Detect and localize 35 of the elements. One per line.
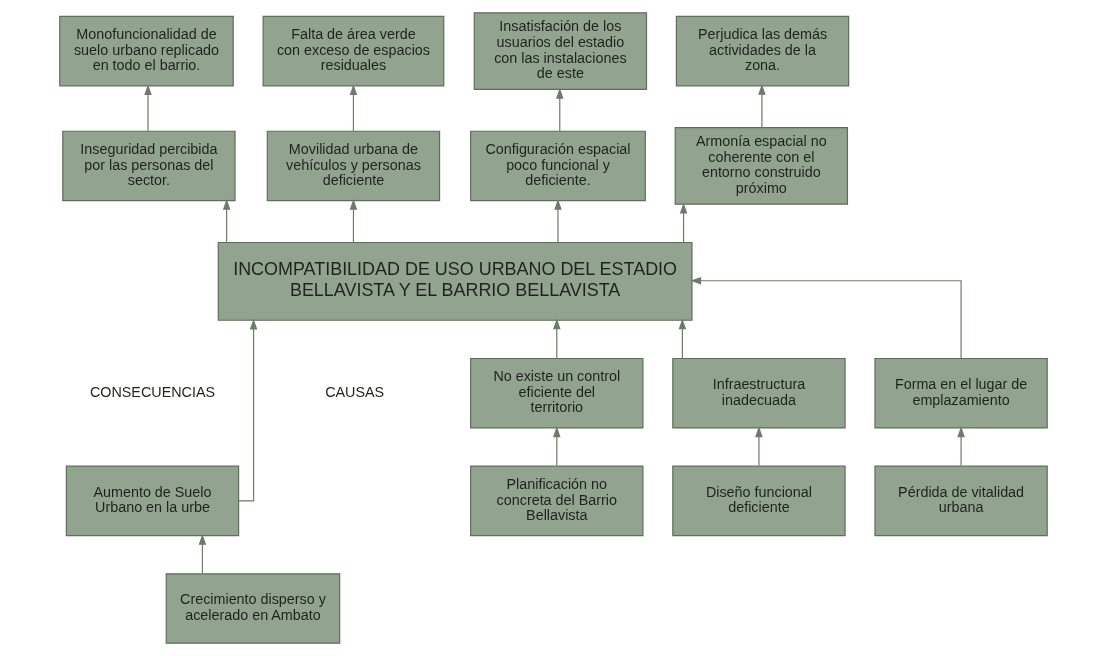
node-box: Forma en el lugar de emplazamiento	[874, 357, 1048, 429]
node-box: Armonía espacial no coherente con el entorno construido próximo	[674, 127, 849, 205]
arrow	[755, 426, 763, 467]
arrow	[349, 84, 358, 132]
arrow	[198, 534, 207, 574]
arrow	[349, 198, 358, 243]
node-box: No existe un control eficiente del territorio	[470, 357, 644, 429]
node-box: Perjudica las demás actividades de la zona.	[675, 15, 850, 87]
node-box: Movilidad urbana de vehículos y personas deficiente	[266, 130, 441, 202]
arrow	[678, 318, 687, 360]
arrow	[238, 318, 258, 502]
node-box: Insatisfación de los usuarios del estadio con las instalaciones de este	[473, 12, 648, 90]
label: CONSECUENCIAS	[89, 383, 216, 400]
node-box: Aumento de Suelo Urbano en la urbe	[65, 465, 240, 537]
node-box: Crecimiento disperso y acelerado en Ambato	[165, 573, 341, 644]
arrow	[957, 426, 965, 467]
node-box: Infraestructura inadecuada	[672, 357, 846, 429]
arrow	[679, 202, 688, 243]
arrow	[222, 198, 231, 243]
node-box: Pérdida de vitalidad urbana	[874, 465, 1048, 537]
node-box: INCOMPATIBILIDAD DE USO URBANO DEL ESTADIO BELLAVISTA Y EL BARRIO BELLAVISTA	[217, 241, 693, 321]
node-box: Configuración espacial poco funcional y deficiente.	[470, 130, 646, 202]
arrow	[758, 84, 766, 128]
arrow	[553, 318, 561, 360]
node-box: Planificación no concreta del Barrio Bellavista	[470, 465, 644, 537]
node-box: Diseño funcional deficiente	[672, 465, 846, 537]
arrow	[553, 426, 561, 467]
arrow	[690, 276, 962, 359]
node-box: Inseguridad percibida por las personas del sector.	[62, 130, 236, 202]
node-box: Falta de área verde con exceso de espacios residuales	[262, 15, 445, 87]
node-box: Monofuncionalidad de suelo urbano replicado en todo el barrio.	[59, 15, 234, 87]
arrow	[144, 84, 152, 132]
arrow	[554, 198, 562, 243]
arrow	[556, 87, 564, 132]
label: CAUSAS	[325, 383, 385, 400]
